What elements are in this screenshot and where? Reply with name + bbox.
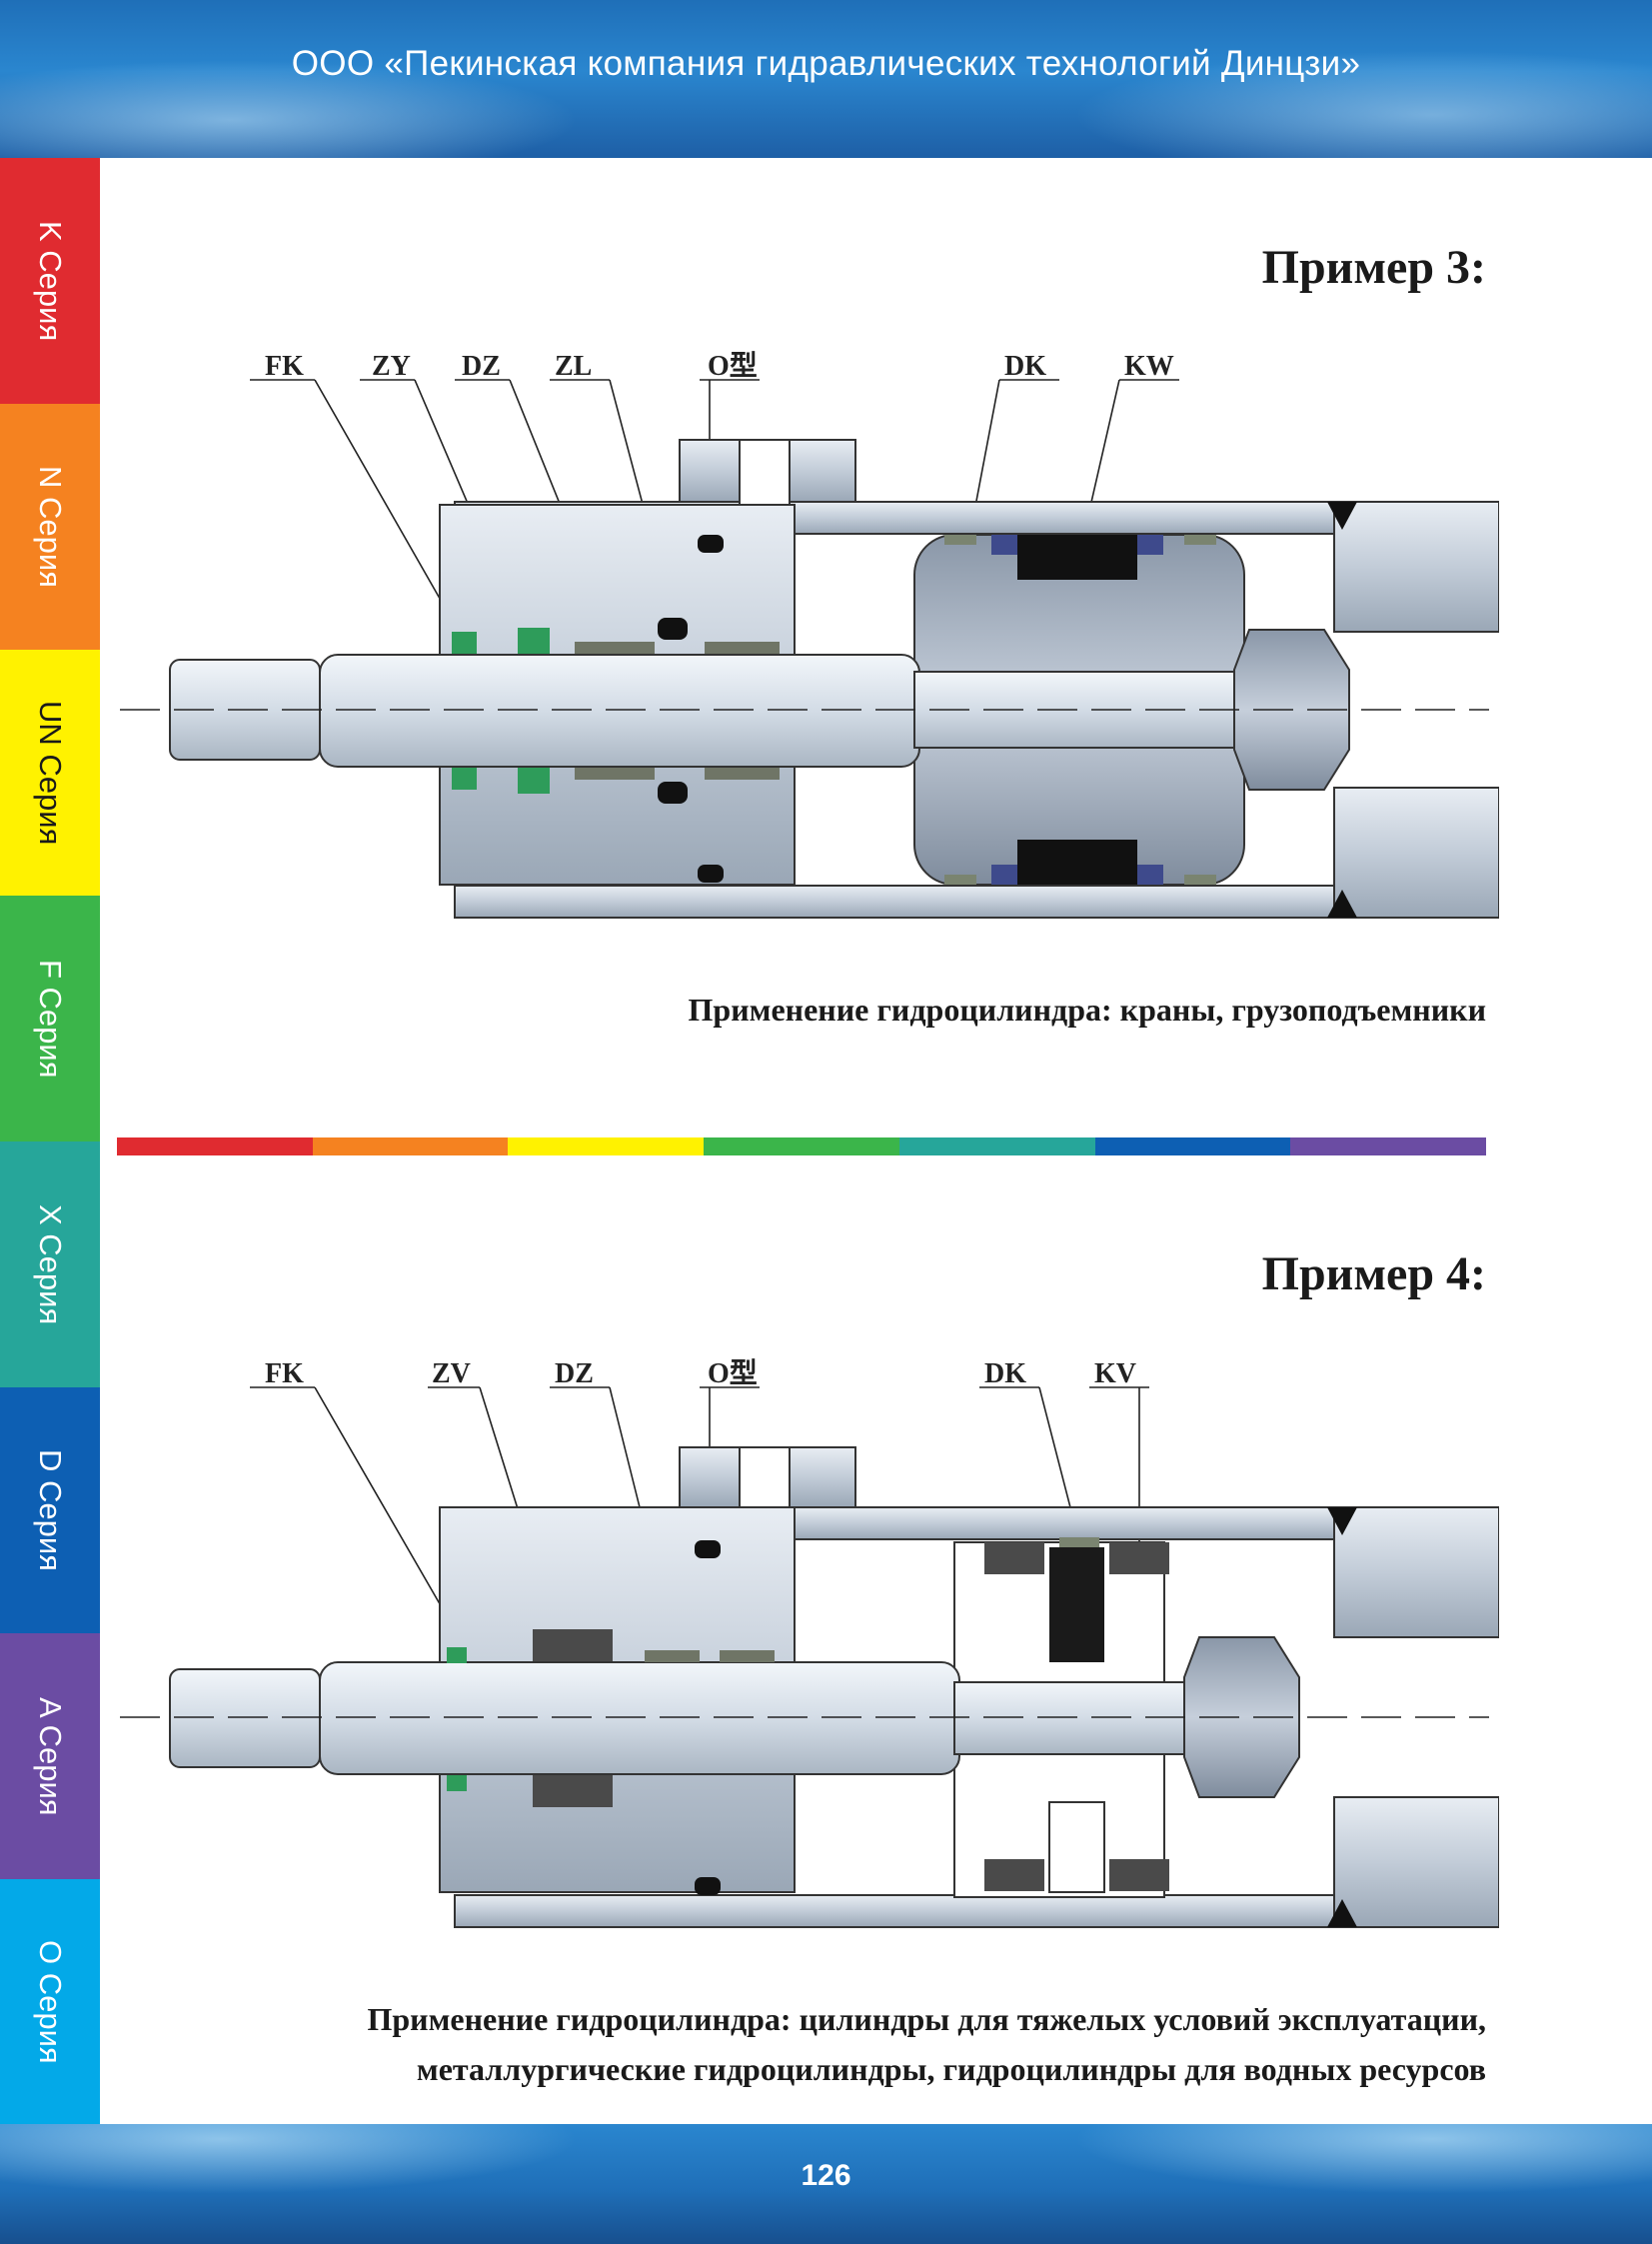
sidebar-tab-d-series[interactable]: D Серия — [0, 1387, 100, 1633]
label-fk: FK — [265, 351, 304, 382]
sidebar-tab-un-series[interactable]: UN Серия — [0, 650, 100, 896]
example-3-caption: Применение гидроцилиндра: краны, грузопо… — [688, 992, 1486, 1028]
page-header: ООО «Пекинская компания гидравлических т… — [0, 0, 1652, 158]
label-dz: DZ — [462, 351, 501, 382]
sidebar-tab-x-series[interactable]: X Серия — [0, 1141, 100, 1387]
sidebar-tab-a-series[interactable]: A Серия — [0, 1633, 100, 1879]
caption-line-1: Применение гидроцилиндра: цилиндры для т… — [367, 2001, 1486, 2037]
divider-segment — [312, 1137, 509, 1155]
label-zl: ZL — [555, 351, 592, 382]
divider-segment — [704, 1137, 899, 1155]
label-fk: FK — [265, 1358, 304, 1389]
page-footer: 126 — [0, 2124, 1652, 2244]
example-4-caption: Применение гидроцилиндра: цилиндры для т… — [367, 1994, 1486, 2094]
label-zy: ZY — [372, 351, 411, 382]
sidebar-tab-f-series[interactable]: F Серия — [0, 896, 100, 1141]
label-kv: KV — [1094, 1358, 1136, 1389]
series-sidebar: K Серия N Серия UN Серия F Серия X Серия… — [0, 158, 100, 2124]
divider-segment — [117, 1137, 313, 1155]
label-dk: DK — [1004, 351, 1046, 382]
divider-segment — [898, 1137, 1095, 1155]
example-3-title: Пример 3: — [1261, 241, 1486, 294]
divider-segment — [1094, 1137, 1291, 1155]
company-title: ООО «Пекинская компания гидравлических т… — [291, 44, 1361, 83]
sidebar-tab-o-series[interactable]: O Серия — [0, 1879, 100, 2124]
example-4-diagram: FK ZV DZ O型 DK KV — [120, 1357, 1499, 1928]
caption-line-2: металлургические гидроцилиндры, гидроцил… — [416, 2051, 1486, 2087]
label-o-ring: O型 — [708, 1357, 758, 1389]
label-kw: KW — [1124, 351, 1174, 382]
rainbow-divider — [117, 1137, 1487, 1155]
label-o-ring: O型 — [708, 350, 758, 382]
page-number: 126 — [801, 2159, 851, 2192]
sidebar-tab-k-series[interactable]: K Серия — [0, 158, 100, 404]
label-dk: DK — [984, 1358, 1026, 1389]
divider-segment — [508, 1137, 705, 1155]
label-dz: DZ — [555, 1358, 594, 1389]
example-3-diagram: FK ZY DZ ZL O型 DK KW — [120, 350, 1499, 919]
divider-segment — [1290, 1137, 1487, 1155]
label-zv: ZV — [432, 1358, 471, 1389]
sidebar-tab-n-series[interactable]: N Серия — [0, 404, 100, 650]
example-4-title: Пример 4: — [1261, 1247, 1486, 1300]
